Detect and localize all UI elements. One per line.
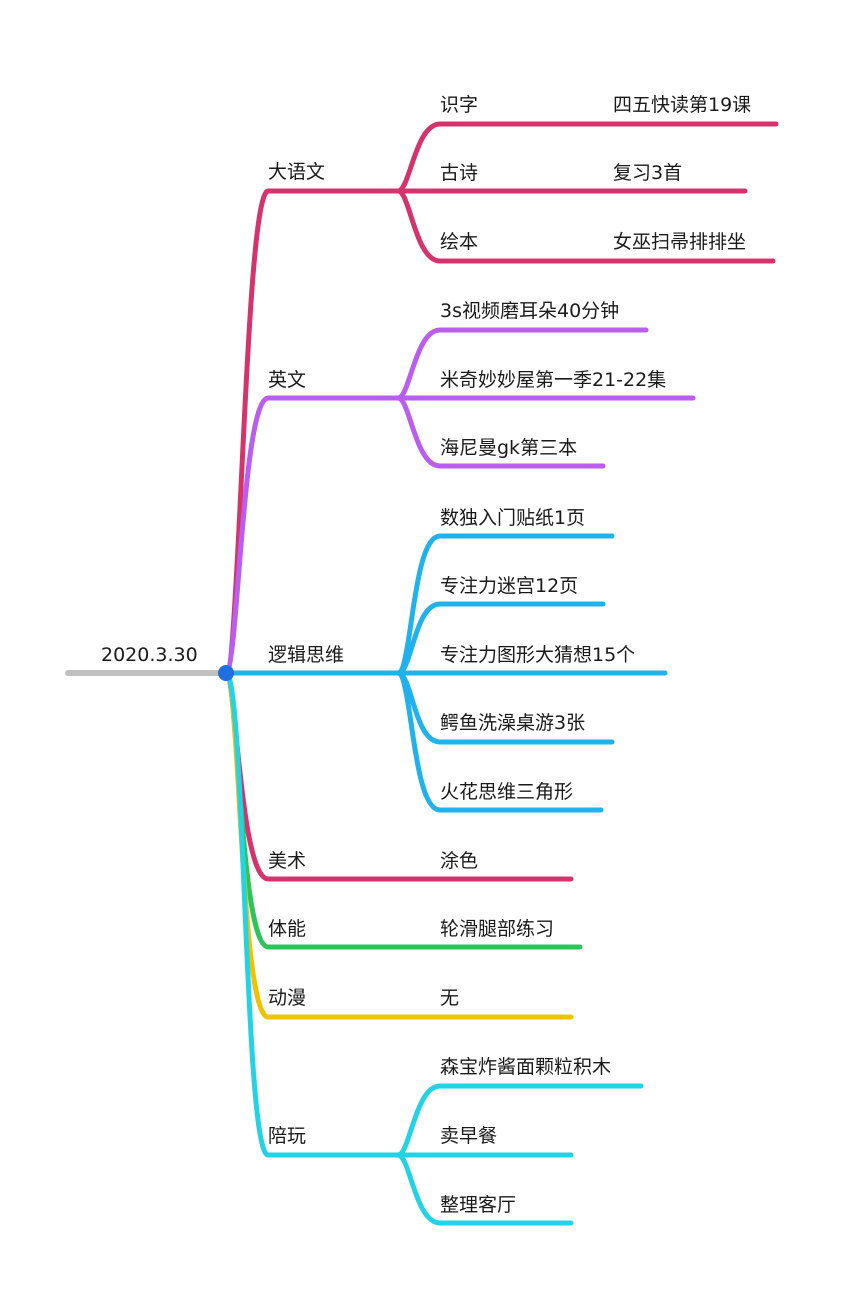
child-note: 四五快读第19课 [613, 94, 751, 116]
branch-label: 逻辑思维 [268, 644, 344, 666]
child-connector [395, 1083, 644, 1158]
root-hub-dot[interactable] [218, 665, 234, 681]
child-connector [395, 1152, 574, 1226]
root-node[interactable]: 2020.3.30 [65, 644, 229, 676]
child-label: 鳄鱼洗澡桌游3张 [440, 712, 585, 734]
child-connector [395, 670, 604, 813]
branch-play-together[interactable]: 陪玩 森宝炸酱面颗粒积木 卖早餐 整理客厅 [223, 670, 644, 1226]
branch-label: 动漫 [268, 987, 306, 1009]
branch-connector [223, 670, 574, 882]
child-label: 绘本 [440, 231, 478, 253]
child-label: 古诗 [440, 162, 478, 184]
child-connector [395, 395, 606, 469]
child-label: 卖早餐 [440, 1125, 497, 1147]
branch-label: 大语文 [268, 161, 325, 183]
child-connector [395, 121, 779, 194]
child-label: 轮滑腿部练习 [440, 918, 554, 940]
child-label: 识字 [440, 94, 478, 116]
child-label: 3s视频磨耳朵40分钟 [440, 300, 619, 322]
child-label: 整理客厅 [440, 1194, 516, 1216]
branch-connector [223, 395, 403, 676]
branch-label: 美术 [268, 850, 306, 872]
child-label: 火花思维三角形 [440, 781, 573, 803]
branch-label: 陪玩 [268, 1125, 306, 1147]
child-label: 森宝炸酱面颗粒积木 [440, 1056, 611, 1078]
root-label: 2020.3.30 [101, 644, 198, 666]
branch-english[interactable]: 英文 3s视频磨耳朵40分钟 米奇妙妙屋第一季21-22集 海尼曼gk第三本 [223, 300, 696, 676]
child-connector [395, 327, 649, 401]
child-connector [395, 188, 776, 264]
child-label: 专注力迷宫12页 [440, 575, 578, 597]
child-connector [395, 601, 606, 676]
branch-logic-thinking[interactable]: 逻辑思维 数独入门贴纸1页 专注力迷宫12页 专注力图形大猜想15个 鳄鱼洗澡桌… [223, 507, 668, 813]
child-label: 米奇妙妙屋第一季21-22集 [440, 369, 666, 391]
child-note: 复习3首 [613, 162, 682, 184]
branch-art[interactable]: 美术 涂色 [223, 670, 574, 882]
child-label: 涂色 [440, 850, 478, 872]
branch-connector [223, 670, 403, 1158]
branch-label: 英文 [268, 369, 306, 391]
branch-label: 体能 [268, 918, 306, 940]
child-note: 女巫扫帚排排坐 [613, 231, 746, 253]
child-label: 海尼曼gk第三本 [440, 437, 577, 459]
child-label: 数独入门贴纸1页 [440, 507, 585, 529]
child-label: 无 [440, 987, 459, 1009]
child-label: 专注力图形大猜想15个 [440, 644, 635, 666]
